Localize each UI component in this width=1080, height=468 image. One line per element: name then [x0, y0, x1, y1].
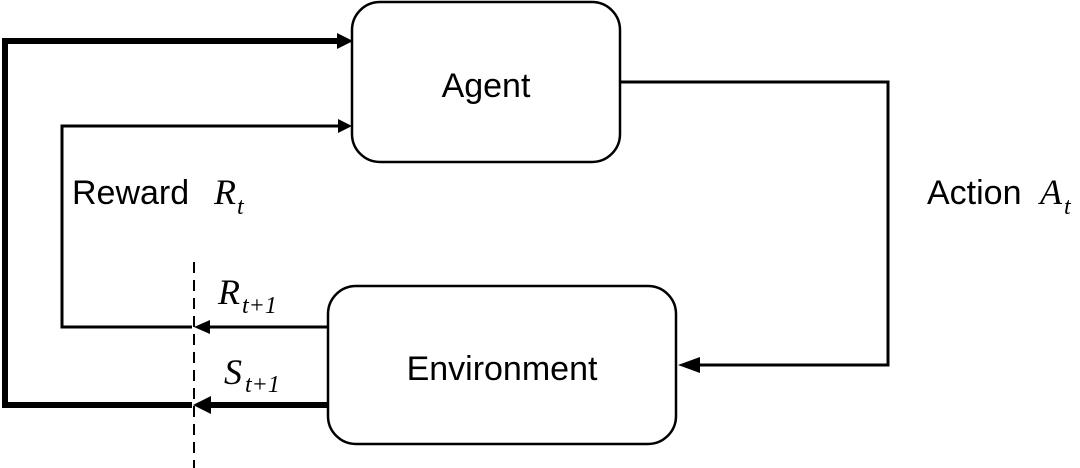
state-loop-arrowhead [337, 33, 353, 49]
action-subscript: t [1064, 194, 1072, 220]
action-arrow [620, 80, 890, 373]
next-state-subscript: t+1 [245, 372, 280, 398]
reward-text: Reward [72, 174, 189, 212]
reward-symbol: R [213, 172, 236, 212]
action-text: Action [927, 174, 1022, 212]
action-symbol: A [1038, 172, 1063, 212]
next-reward-subscript: t+1 [242, 293, 277, 319]
next-reward-symbol: R [217, 272, 240, 312]
reward-loop-arrow [60, 119, 352, 329]
reward-label: Reward R t [72, 172, 245, 220]
reward-subscript: t [237, 194, 245, 220]
state-loop-arrow [2, 33, 353, 408]
next-state-symbol: S [224, 352, 242, 392]
reward-loop-arrowhead [338, 119, 352, 133]
next-reward-label: R t+1 [217, 272, 277, 319]
action-label: Action A t [927, 172, 1072, 220]
next-state-arrowhead [193, 396, 211, 414]
environment-box [326, 284, 678, 446]
agent-label: Agent [442, 67, 531, 105]
environment-label: Environment [407, 350, 598, 388]
next-state-arrow [193, 396, 328, 414]
next-state-label: S t+1 [224, 352, 280, 398]
next-reward-arrow [194, 320, 328, 334]
environment-node: Environment [326, 284, 678, 446]
next-reward-arrowhead [194, 320, 210, 334]
agent-node: Agent [350, 0, 622, 164]
action-arrowhead [678, 357, 700, 373]
